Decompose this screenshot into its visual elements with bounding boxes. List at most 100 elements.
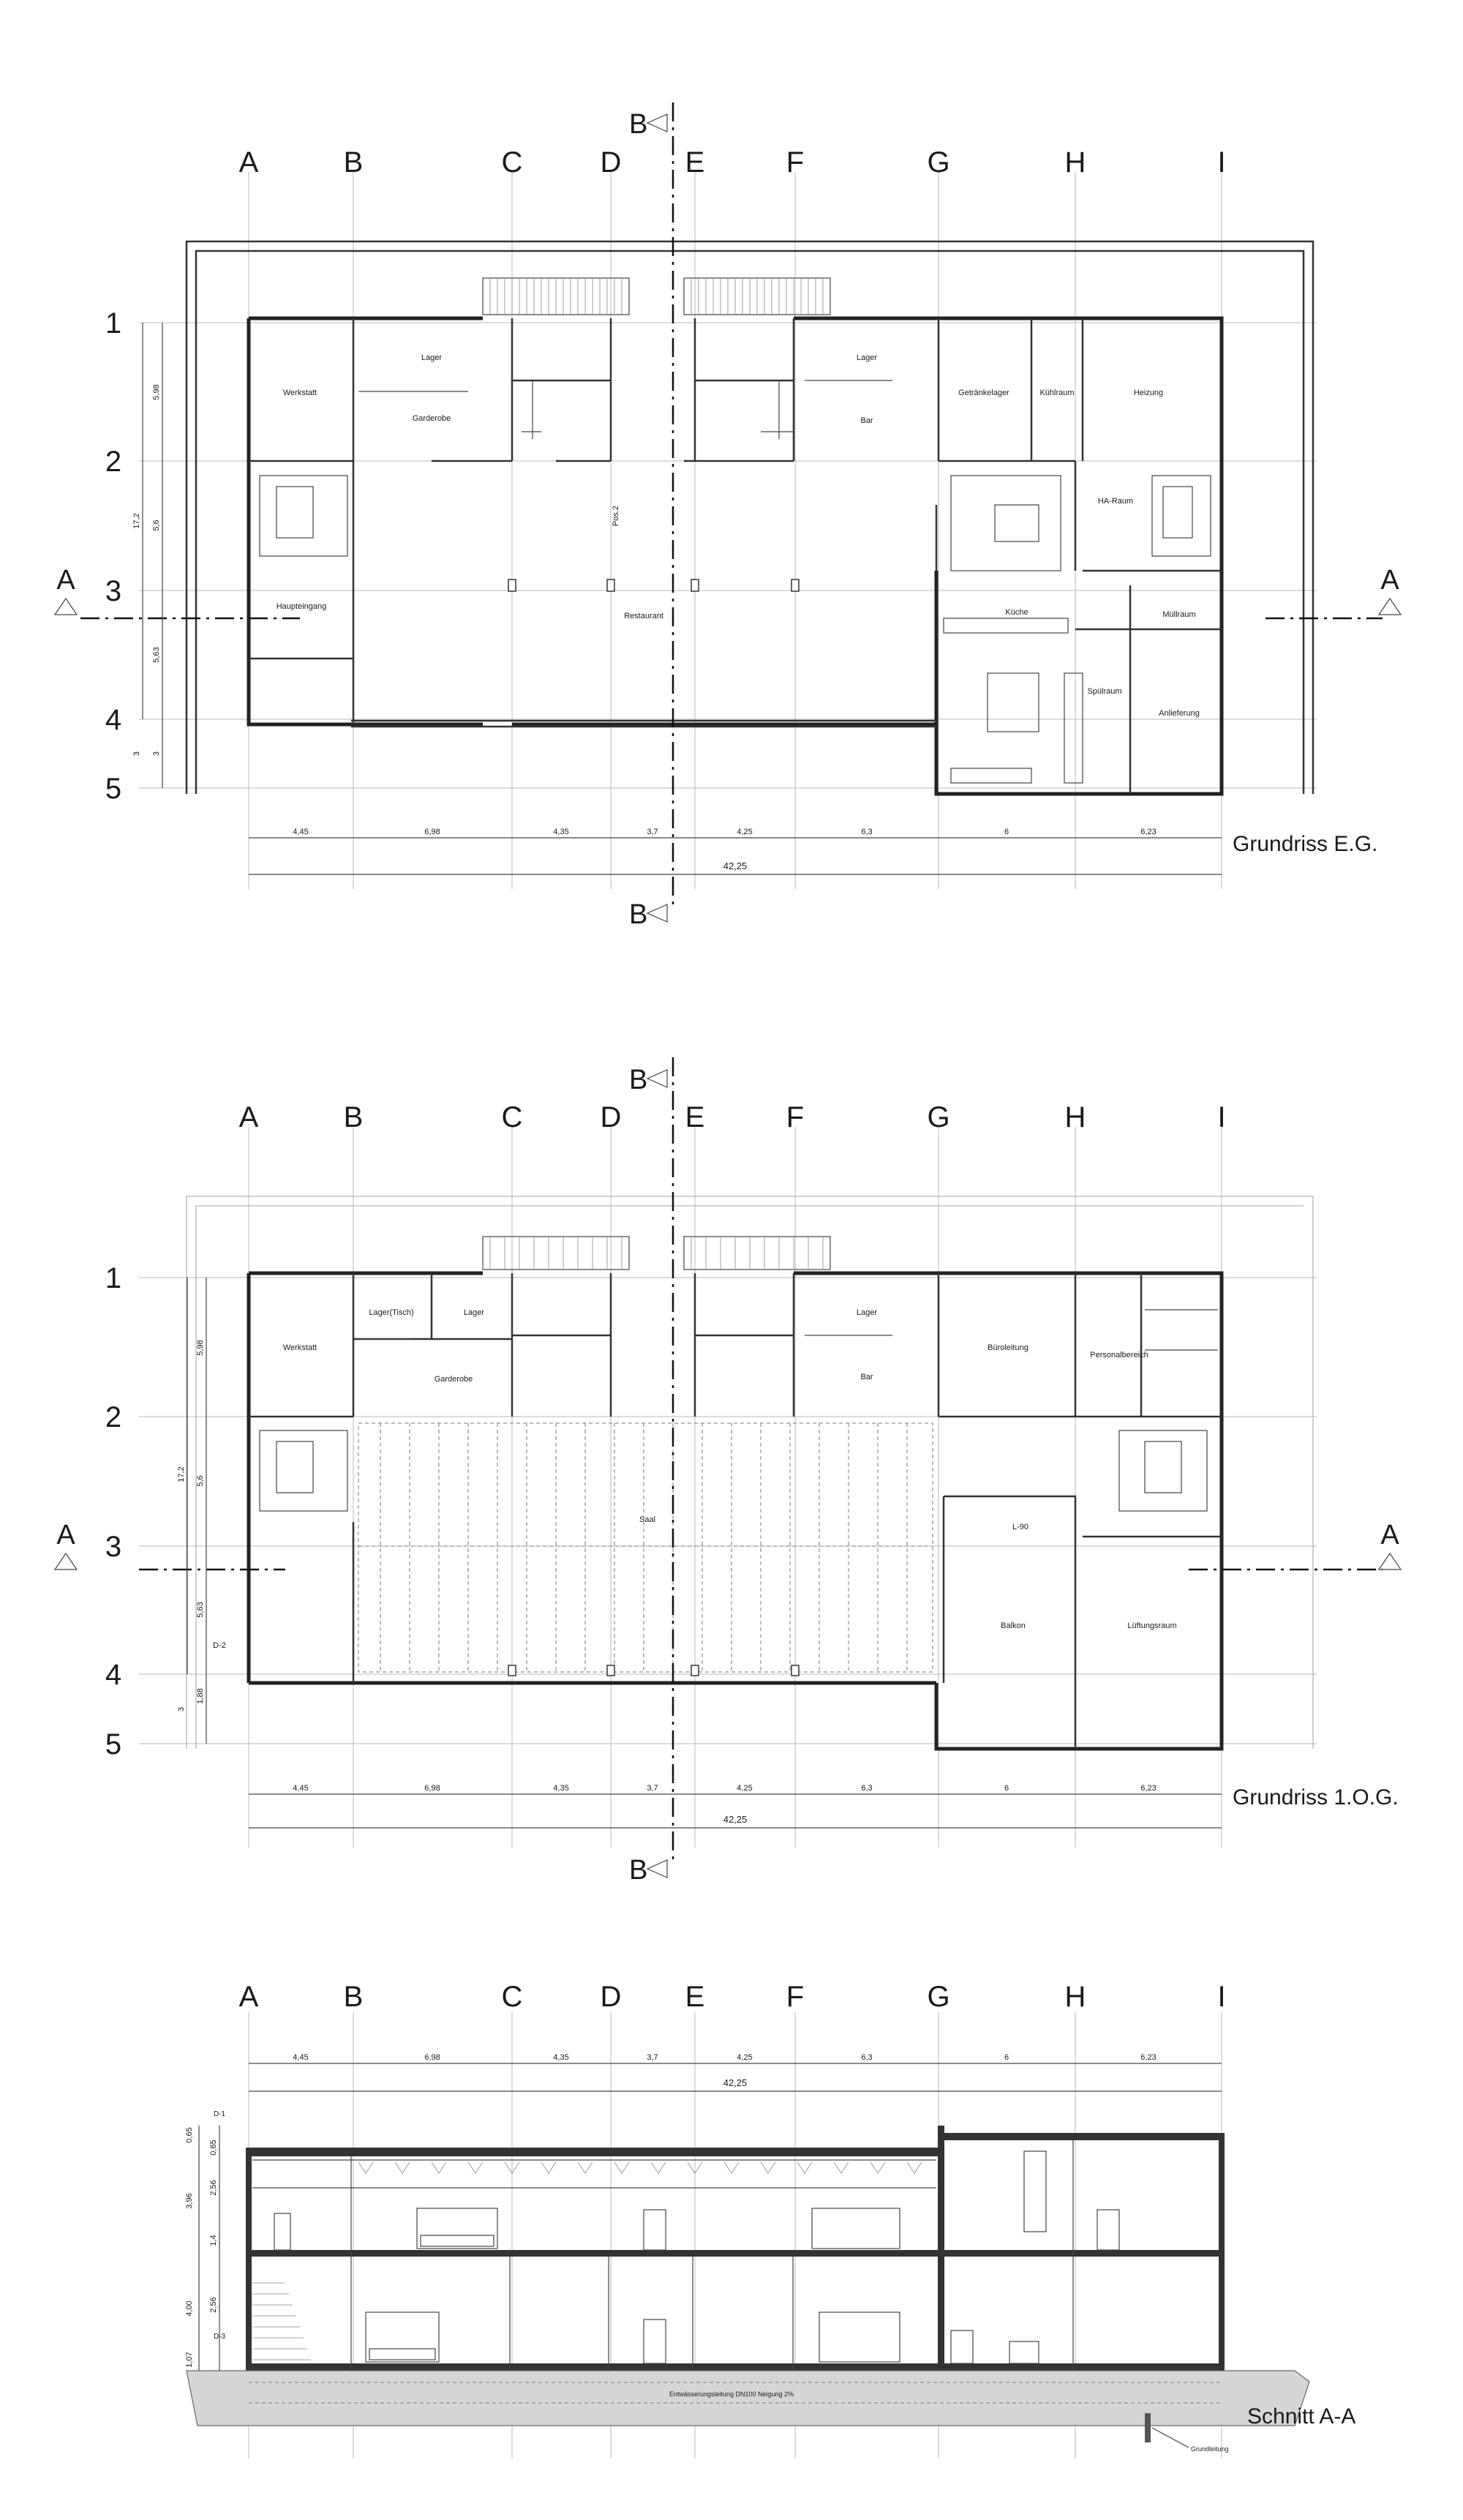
grid-letter-c: C — [502, 1981, 523, 2013]
side-dim-5: 3 — [152, 751, 161, 756]
upper-columns — [508, 1665, 800, 1676]
side-dim-5: 3 — [177, 1707, 186, 1711]
level-d3: D-3 — [214, 2333, 226, 2341]
upper-side-dimensions: 5,98 5,6 5,63 1,88 3 17,2 — [177, 1278, 207, 1744]
grid-letter-d: D — [601, 1101, 622, 1133]
side-dim-1: 5,98 — [152, 384, 161, 400]
grid-letter-b: B — [344, 1981, 364, 2013]
dim-ef: 4,25 — [737, 2053, 752, 2062]
upper-grid-lines — [139, 1127, 1317, 1848]
grid-letter-b: B — [344, 146, 364, 179]
dim-fg: 6,3 — [861, 828, 872, 836]
section-drain-label: Grundleitung — [1191, 2445, 1229, 2453]
room-saal: Saal — [639, 1515, 655, 1524]
room-bar: Bar — [860, 1373, 873, 1381]
section-mark-a-left: A — [56, 1520, 75, 1550]
dim-de: 3,7 — [647, 2053, 658, 2062]
grid-number-4: 4 — [105, 1659, 121, 1691]
dim-ef: 4,25 — [737, 1784, 752, 1793]
room-garderobe: Garderobe — [413, 414, 451, 423]
ground-window-band — [351, 719, 936, 728]
room-ha-raum: HA-Raum — [1098, 497, 1133, 506]
grid-letter-e: E — [685, 1101, 705, 1133]
section-mark-a-right: A — [1380, 1520, 1399, 1550]
section-mark-b-top: B — [629, 1065, 647, 1095]
dim-gh: 6 — [1004, 1784, 1009, 1793]
grid-letter-g: G — [927, 1981, 949, 2013]
upper-grid-letters: A B C D E F G H I — [239, 1101, 1226, 1133]
dim-total: 42,25 — [723, 1814, 748, 1825]
grid-letter-e: E — [685, 146, 705, 179]
upper-section-line-b: B B — [629, 1057, 674, 1886]
height-dim-3: 2,56 — [209, 2180, 218, 2195]
upper-stair-cores — [259, 1430, 1208, 1512]
ground-stair-cores — [259, 475, 1211, 557]
dim-de: 3,7 — [647, 1784, 658, 1793]
upper-roof-stairs — [482, 1236, 831, 1270]
ground-kitchen-equipment — [943, 475, 1083, 784]
grid-letter-c: C — [502, 1101, 523, 1133]
side-dim-2: 5,6 — [152, 520, 161, 530]
grid-letter-d: D — [601, 1981, 622, 2013]
room-kuehlraum: Kühlraum — [1039, 389, 1074, 397]
room-garderobe: Garderobe — [435, 1375, 473, 1384]
ground-side-dimensions: 5,98 5,6 5,63 3 3 17,2 — [132, 323, 163, 788]
height-dim-4: 3,96 — [185, 2193, 194, 2208]
side-dim-2: 5,6 — [196, 1475, 205, 1486]
side-dim-total: 17,2 — [177, 1466, 186, 1482]
ground-dimension-chain: 4,45 6,98 4,35 3,7 4,25 6,3 6 6,23 42,25 — [249, 828, 1222, 875]
side-dim-total: 17,2 — [132, 513, 141, 528]
room-lager-tisch: Lager(Tisch) — [369, 1308, 413, 1317]
section-building-cut — [246, 2126, 1225, 2371]
room-restaurant: Restaurant — [624, 612, 663, 620]
room-anlieferung: Anlieferung — [1159, 709, 1200, 718]
dim-bc: 6,98 — [424, 1784, 440, 1793]
room-lueftungsraum: Lüftungsraum — [1127, 1621, 1176, 1630]
room-bueroleitung: Büroleitung — [988, 1343, 1028, 1352]
upper-roof-outline — [186, 1196, 1314, 1749]
room-balkon: Balkon — [1001, 1621, 1026, 1630]
room-heizung: Heizung — [1134, 389, 1163, 397]
side-dim-4: 1,88 — [196, 1688, 205, 1703]
dim-hi: 6,23 — [1140, 2053, 1156, 2062]
ground-canopy-outline — [185, 240, 1315, 794]
room-lager-2: Lager — [857, 1308, 877, 1317]
room-werkstatt: Werkstatt — [283, 1343, 317, 1352]
section-dimension-chain: 4,45 6,98 4,35 3,7 4,25 6,3 6 6,23 42,25 — [249, 2053, 1222, 2092]
dim-fg: 6,3 — [861, 1784, 872, 1793]
grid-letter-g: G — [927, 146, 949, 179]
grid-letter-d: D — [601, 146, 622, 179]
height-dim-6: 2,56 — [209, 2297, 218, 2312]
ground-columns — [508, 579, 800, 592]
ground-plan-title: Grundriss E.G. — [1233, 832, 1377, 856]
dim-ef: 4,25 — [737, 828, 752, 836]
grid-letter-i: I — [1217, 146, 1225, 179]
ground-room-labels: Werkstatt Lager Garderobe Lager Bar Getr… — [277, 353, 1200, 718]
ground-entrance-stairs — [482, 277, 831, 315]
dim-cd: 4,35 — [553, 2053, 568, 2062]
room-lager-2: Lager — [857, 353, 877, 362]
room-kueche: Küche — [1005, 608, 1028, 617]
grid-letter-a: A — [239, 1101, 259, 1133]
room-pos-2: Pos.2 — [612, 506, 620, 526]
upper-room-labels: Werkstatt Lager(Tisch) Lager Garderobe L… — [213, 1308, 1177, 1650]
grid-letter-e: E — [685, 1981, 705, 2013]
side-dim-4: 3 — [132, 751, 141, 756]
ground-interior-walls — [249, 318, 1222, 794]
grid-letter-g: G — [927, 1101, 949, 1133]
grid-number-3: 3 — [105, 1531, 121, 1563]
upper-section-line-a: A A — [53, 1520, 1402, 1571]
dim-gh: 6 — [1004, 828, 1009, 836]
dim-total: 42,25 — [723, 860, 748, 871]
grid-number-5: 5 — [105, 1728, 121, 1760]
upper-hall-trusses — [358, 1422, 933, 1673]
ground-outer-walls — [247, 316, 1224, 796]
ground-section-line-b: B B — [629, 102, 674, 930]
section-mark-a-left: A — [56, 565, 75, 596]
section-soil: Entwässerungsleitung DN100 Neigung 2% Gr… — [186, 2370, 1310, 2453]
grid-letter-h: H — [1065, 1981, 1086, 2013]
upper-interior-partitions — [358, 1309, 1218, 1351]
room-haupteingang: Haupteingang — [277, 602, 327, 611]
section-grid-letters: A B C D E F G H I — [239, 1981, 1226, 2013]
grid-number-1: 1 — [105, 307, 121, 340]
